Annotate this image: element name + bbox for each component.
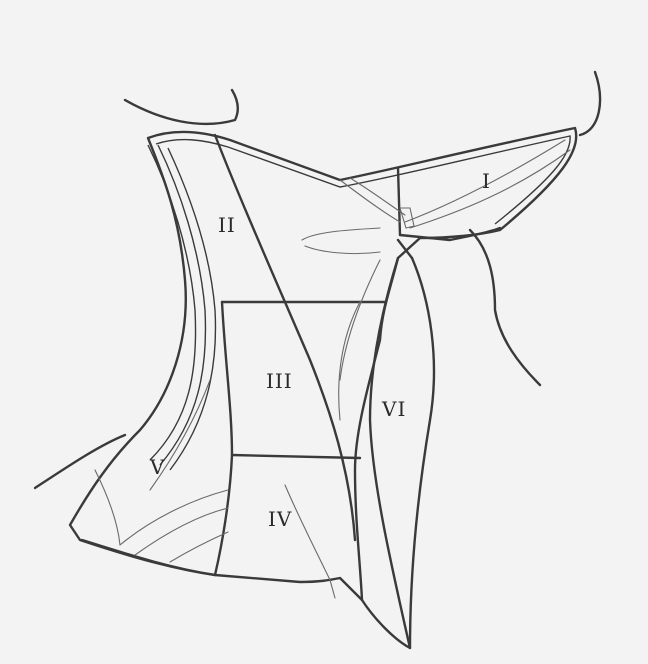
- region-label-IV: IV: [268, 507, 292, 531]
- region-label-VI: VI: [381, 397, 406, 421]
- region-label-III: III: [266, 369, 293, 393]
- region-label-I: I: [482, 169, 491, 193]
- region-label-V: V: [149, 455, 165, 479]
- region-label-II: II: [218, 213, 236, 237]
